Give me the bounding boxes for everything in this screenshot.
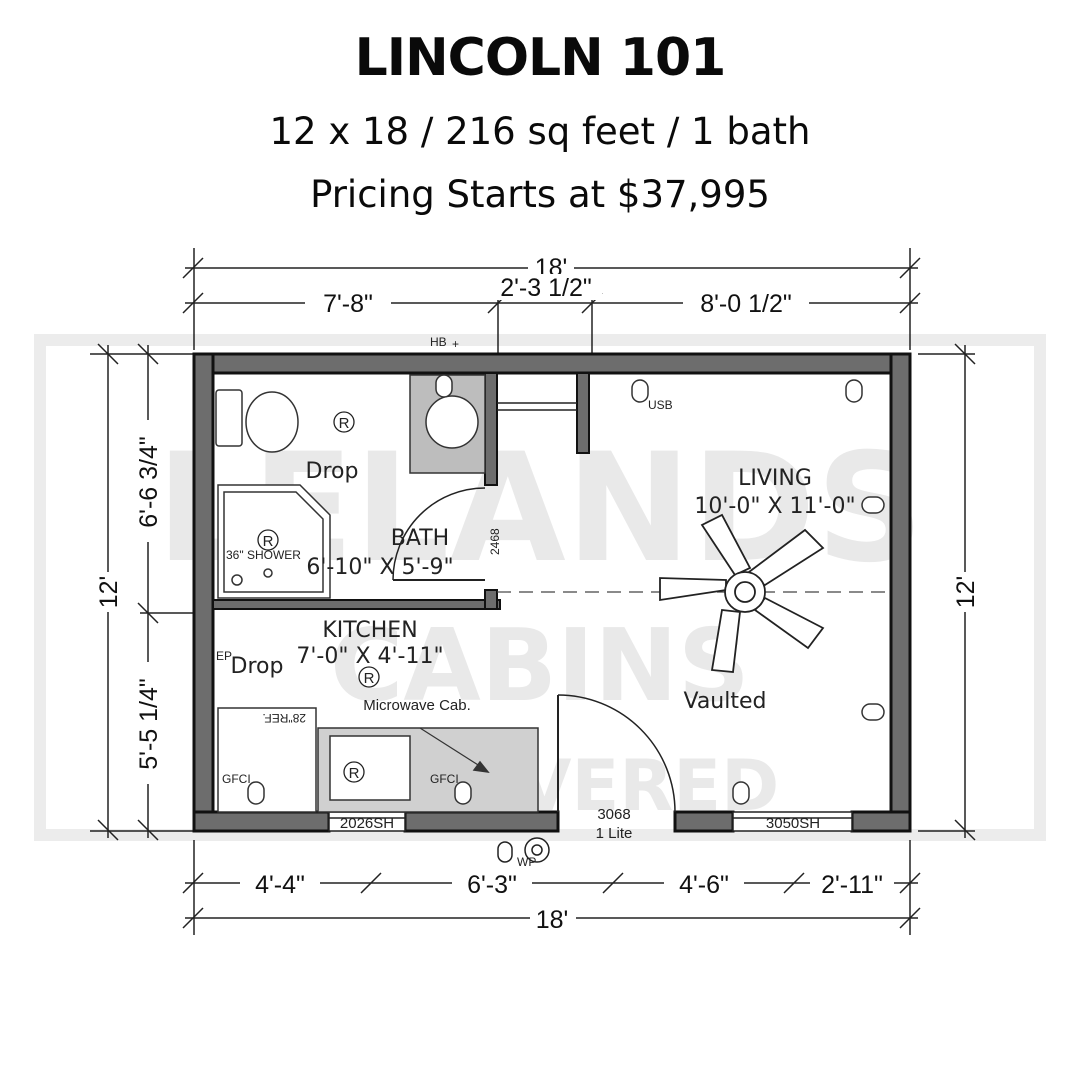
bath-room-name: BATH: [391, 526, 449, 551]
kitchen-room-size: 7'-0" X 4'-11": [296, 644, 443, 669]
dim-left-upper: 6'-6 3/4": [135, 436, 163, 527]
living-room-size: 10'-0" X 11'-0": [694, 494, 855, 519]
watermark-frame: [34, 334, 1046, 841]
dim-top-left: 7'-8": [323, 290, 373, 318]
dim-bottom-1: 4'-4": [255, 871, 305, 899]
toilet-bowl: [245, 391, 299, 453]
bath-drop-label: Drop: [306, 459, 359, 484]
hose-bib-label: HB: [430, 335, 447, 349]
refrigerator-label: 28"REF.: [262, 711, 306, 725]
dim-top-mid: 2'-3 1/2": [500, 274, 591, 302]
refrigerator: [217, 707, 317, 813]
window-right-label: 3050SH: [766, 815, 820, 832]
toilet-tank: [215, 389, 243, 447]
kitchen-fixtures: [217, 707, 539, 813]
interior-walls: [212, 372, 590, 610]
dim-bottom-total: 18': [536, 906, 569, 934]
shower-label: 36" SHOWER: [226, 548, 301, 562]
openings: [328, 402, 853, 832]
dim-left-total: 12': [95, 576, 123, 609]
outlets: [247, 374, 885, 805]
plan-subtitle: 12 x 18 / 216 sq feet / 1 bath: [269, 110, 811, 153]
ep-label: EP: [216, 649, 232, 663]
living-room-name: LIVING: [738, 466, 812, 491]
window-right: [732, 811, 853, 832]
exterior-walls: [192, 352, 912, 833]
dimension-labels: 18' 7'-8" 2'-3 1/2" 8'-0 1/2" 4'-4" 6'-3…: [94, 252, 980, 934]
plan-price: Pricing Starts at $37,995: [310, 173, 770, 216]
ceiling-fan-icon: [659, 513, 825, 673]
kitchen-drop-label: Drop: [231, 654, 284, 679]
window-left-label: 2026SH: [340, 815, 394, 832]
sink: [425, 395, 479, 449]
recessed-lights: [257, 411, 380, 783]
dim-left-lower: 5'-5 1/4": [135, 678, 163, 769]
hose-bib-icon: [497, 837, 550, 863]
recessed-light-labels: R R R R: [263, 415, 375, 782]
dim-top-right: 8'-0 1/2": [700, 290, 791, 318]
svg-text:R: R: [339, 415, 350, 432]
kitchen-sink: [329, 735, 411, 801]
svg-text:R: R: [349, 765, 360, 782]
dim-bottom-2: 6'-3": [467, 871, 517, 899]
bath-fixtures: [215, 374, 486, 599]
dim-right-total: 12': [952, 576, 980, 609]
bath-door-code: 2468: [488, 528, 502, 555]
svg-text:R: R: [263, 533, 274, 550]
kitchen-room-name: KITCHEN: [322, 618, 417, 643]
plan-title: LINCOLN 101: [354, 28, 727, 88]
svg-text:R: R: [364, 670, 375, 687]
plus-icon: +: [452, 337, 459, 351]
dim-bottom-3: 4'-6": [679, 871, 729, 899]
gfci-label-2: GFCI: [430, 772, 459, 786]
entry-door-code: 3068: [597, 806, 630, 823]
entry-door-type: 1 Lite: [596, 825, 633, 842]
microwave-label: Microwave Cab.: [363, 697, 471, 714]
gfci-label-1: GFCI: [222, 772, 251, 786]
dim-bottom-4: 2'-11": [821, 871, 883, 899]
bath-room-size: 6'-10" X 5'-9": [306, 555, 453, 580]
vaulted-label: Vaulted: [683, 689, 766, 714]
wp-label: WP: [517, 855, 536, 869]
usb-label: USB: [648, 398, 673, 412]
watermark-line2: CABINS: [330, 607, 750, 724]
